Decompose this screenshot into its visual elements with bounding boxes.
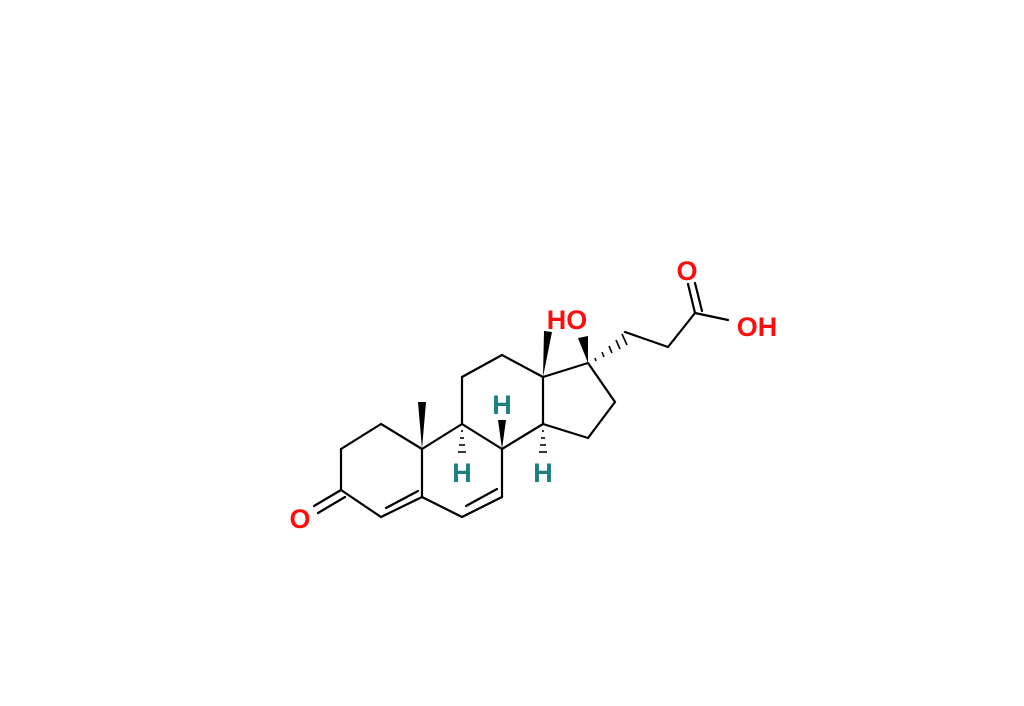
h8-wedge — [498, 420, 506, 449]
h14-hash — [539, 430, 547, 453]
bonds — [312, 281, 730, 519]
atom-labels: O HO O OH H H H — [289, 256, 777, 534]
h9-hash — [458, 430, 466, 453]
h14-label: H — [533, 458, 553, 488]
h8-label: H — [492, 390, 512, 420]
h9-label: H — [452, 458, 472, 488]
c19-methyl-wedge — [418, 402, 426, 449]
carbonyl-oxygen-label: O — [676, 256, 697, 286]
hydroxyl-label: HO — [547, 305, 588, 335]
ketone-oxygen-label: O — [289, 504, 310, 534]
c20-hash — [594, 333, 628, 362]
c18-methyl-wedge — [543, 331, 552, 377]
stereo-bonds — [418, 331, 628, 453]
oh-wedge — [578, 336, 588, 363]
acid-oh-label: OH — [737, 312, 778, 342]
